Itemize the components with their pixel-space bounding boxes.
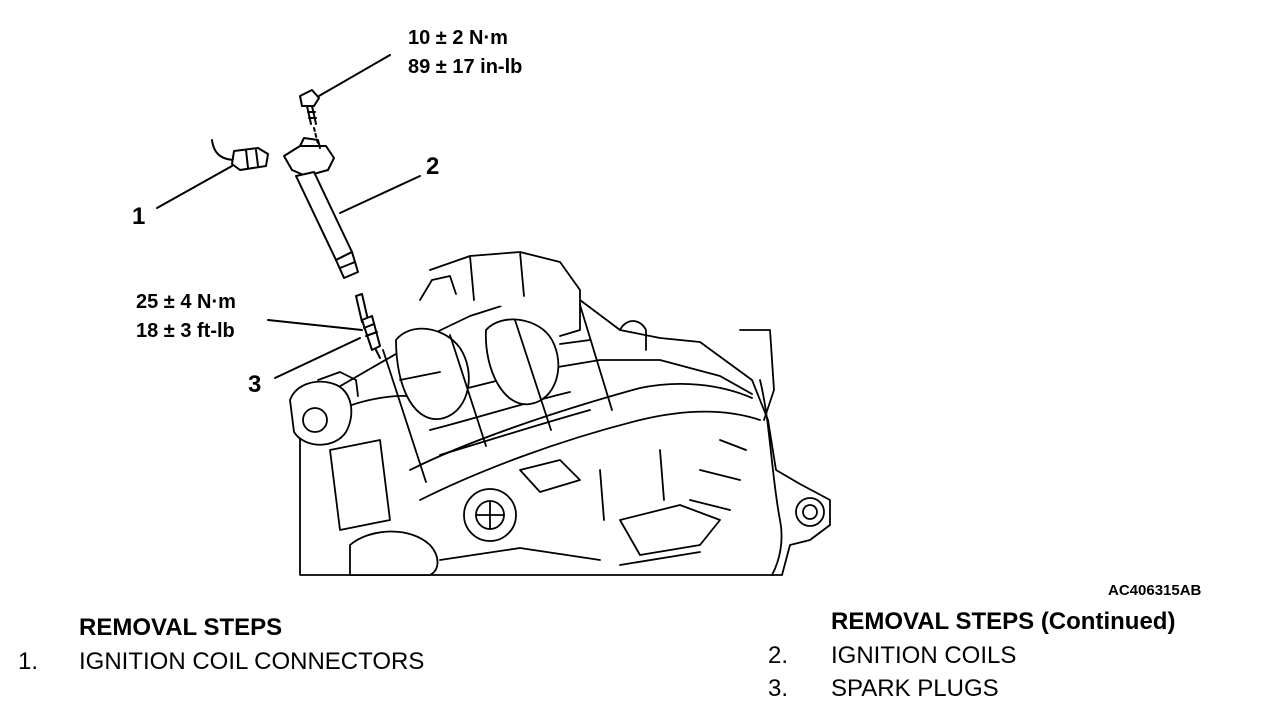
removal-steps-title: REMOVAL STEPS bbox=[79, 614, 283, 641]
callout-3-leader bbox=[274, 337, 361, 379]
step-text: SPARK PLUGS bbox=[831, 675, 999, 702]
step-text: IGNITION COILS bbox=[831, 642, 1017, 669]
ignition-coil bbox=[283, 137, 359, 279]
callout-1-leader bbox=[156, 165, 233, 209]
callout-2-leader bbox=[339, 175, 421, 214]
step-number: 1. bbox=[18, 648, 39, 675]
torque-plug-leader bbox=[267, 319, 363, 331]
torque-plug-spec: 25 ± 4 N·m 18 ± 3 ft-lb bbox=[136, 288, 236, 346]
callout-3: 3 bbox=[248, 371, 262, 398]
callout-1: 1 bbox=[132, 203, 146, 230]
torque-bolt-nm: 10 ± 2 N·m bbox=[408, 27, 508, 49]
callout-2: 2 bbox=[426, 153, 440, 180]
engine-block bbox=[289, 251, 831, 576]
leader-lines bbox=[156, 54, 421, 379]
step-number: 3. bbox=[768, 675, 789, 702]
ignition-coil-connector bbox=[211, 139, 269, 171]
step-number: 2. bbox=[768, 642, 789, 669]
torque-plug-ftlb: 18 ± 3 ft-lb bbox=[136, 320, 235, 342]
torque-bolt-inlb: 89 ± 17 in-lb bbox=[408, 56, 523, 78]
torque-bolt-leader bbox=[311, 54, 391, 101]
torque-plug-nm: 25 ± 4 N·m bbox=[136, 291, 236, 313]
removal-steps-continued-title: REMOVAL STEPS (Continued) bbox=[831, 608, 1176, 635]
spark-plug bbox=[355, 293, 381, 359]
torque-bolt-spec: 10 ± 2 N·m 89 ± 17 in-lb bbox=[408, 24, 522, 82]
coil-bolt bbox=[299, 89, 320, 145]
step-text: IGNITION COIL CONNECTORS bbox=[79, 648, 425, 675]
figure-code: AC406315AB bbox=[1108, 582, 1202, 599]
